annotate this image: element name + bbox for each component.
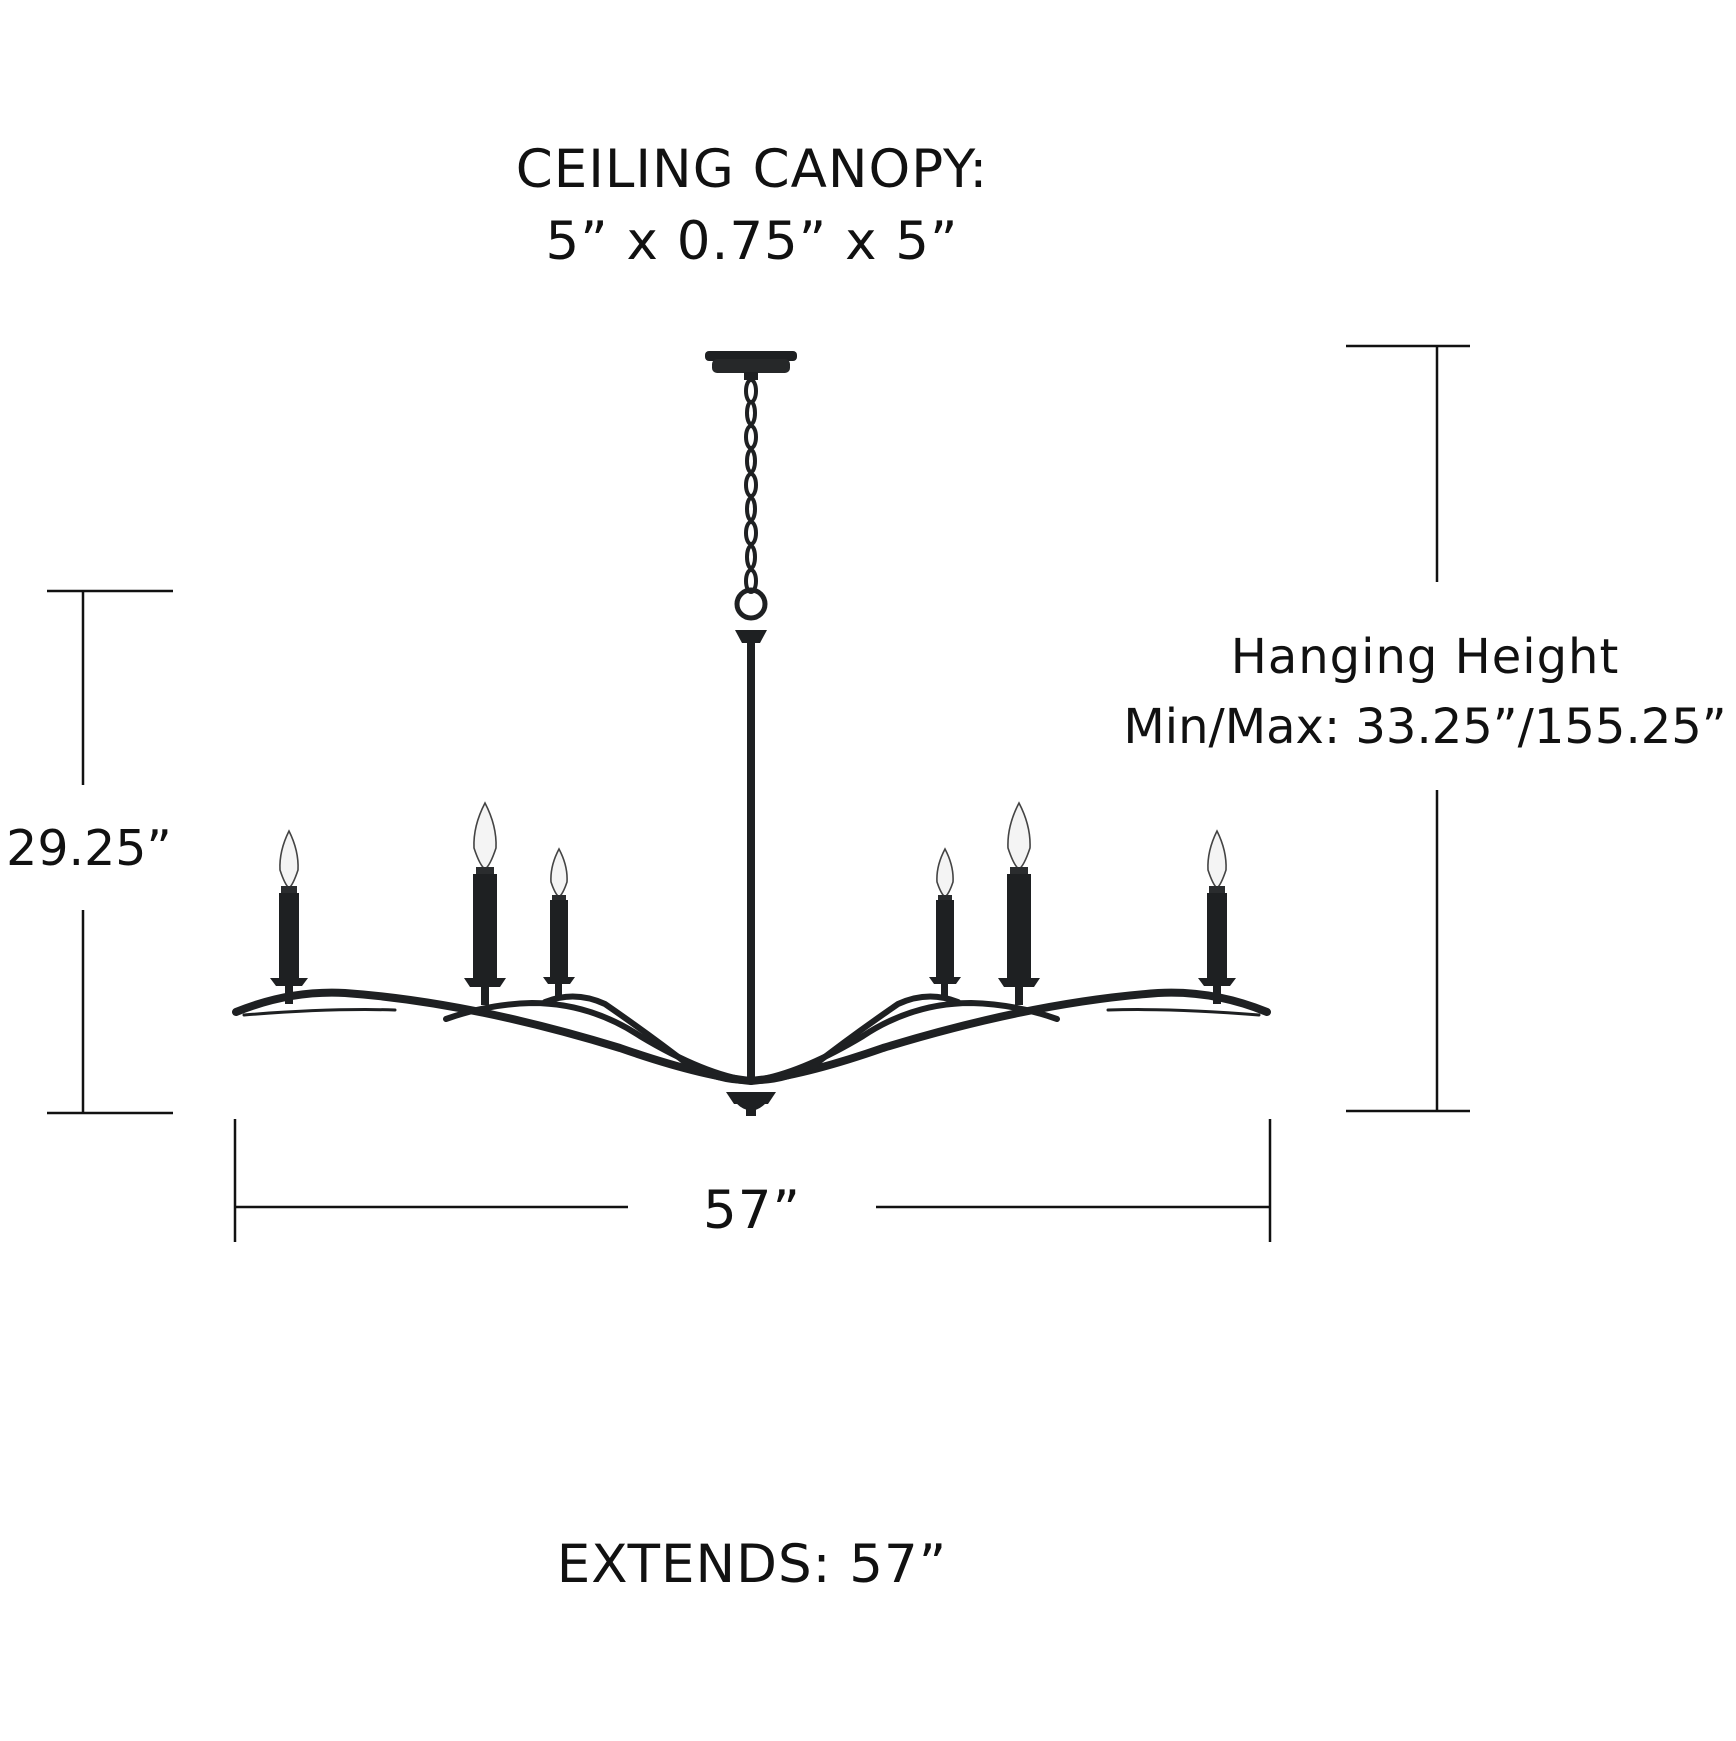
candles [270,801,1236,1005]
candle-bulb-icon [1207,829,1227,890]
candle-3 [543,847,575,1000]
arms [232,988,1271,1085]
candle-bulb-icon [279,829,299,890]
hanging-height-dimension [1346,344,1470,1113]
chain-icon [734,378,768,621]
fixture-width-label: 57” [703,1180,801,1241]
hanging-height-value: Min/Max: 33.25”/155.25” [1123,699,1727,755]
candle-bulb-icon [550,847,568,899]
fixture-height-label: 29.25” [6,820,172,877]
center-rod [747,642,755,1082]
dimension-lines [47,344,1470,1242]
fixture-width-dimension [233,1119,1272,1242]
canopy-icon [705,351,797,380]
rod-cap [735,630,767,643]
candle-bulb-icon [936,847,954,899]
candle-5 [998,801,1040,1005]
canopy-title: CEILING CANOPY: [515,139,989,200]
candle-1 [270,829,308,1004]
fixture-height-dimension [47,589,173,1115]
candle-2 [464,801,506,1005]
candle-bulb-icon [1007,801,1031,870]
candle-bulb-icon [473,801,497,870]
candle-4 [929,847,961,1000]
extends-label: EXTENDS: 57” [556,1534,948,1595]
canopy-size: 5” x 0.75” x 5” [545,211,959,272]
hanging-height-label: Hanging Height [1230,629,1620,685]
candle-6 [1198,829,1236,1004]
bottom-finial [726,1092,776,1116]
chandelier-icon [232,351,1271,1116]
